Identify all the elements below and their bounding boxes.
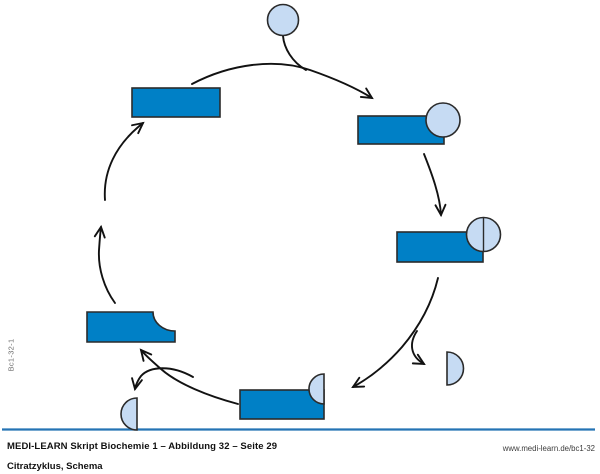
arrow-sweep-to-bottom (351, 277, 439, 389)
release-arrow-right (411, 330, 426, 366)
attached-circle-unit (425, 102, 461, 138)
figure-caption: MEDI-LEARN Skript Biochemie 1 – Abbildun… (7, 441, 278, 452)
arrow-right-down (423, 153, 447, 218)
attached-half-circle-unit (308, 373, 325, 405)
arrow-left-upper (103, 121, 145, 201)
figure-code-vertical: Bc1-32-1 (6, 338, 16, 372)
block-left-notched-rect (86, 311, 176, 343)
arrow-bottom-to-left (139, 348, 239, 405)
released-half-circle-left (120, 397, 138, 431)
figure-subcaption: Citratzyklus, Schema (7, 461, 103, 472)
website-url: www.medi-learn.de/bc1-32 (502, 444, 595, 453)
block-top-left-rect (131, 87, 221, 118)
release-arrow-left (131, 367, 194, 392)
circle-connector-curve (282, 35, 307, 71)
top-circle-unit (266, 3, 300, 37)
released-half-circle-right (446, 351, 465, 386)
arrow-left-lower (93, 224, 116, 304)
